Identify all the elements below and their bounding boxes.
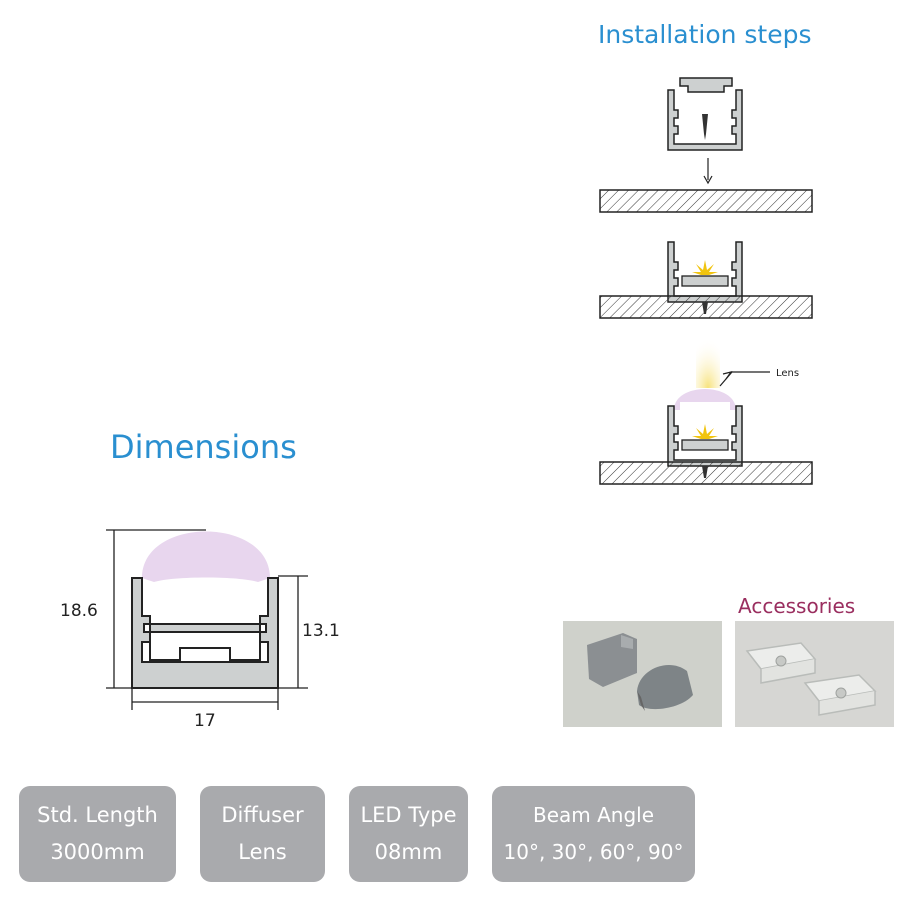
accessories-title: Accessories (738, 594, 856, 618)
spec-diffuser: Diffuser Lens (200, 786, 325, 882)
spec-std-length: Std. Length 3000mm (19, 786, 176, 882)
body-height-label: 13.1 (302, 621, 340, 641)
step1-profile (667, 77, 743, 151)
board-1 (599, 189, 813, 213)
dimensions-title: Dimensions (110, 428, 297, 466)
spec-label: LED Type (360, 803, 457, 827)
spec-label: Std. Length (37, 803, 158, 827)
spec-value: 10°, 30°, 60°, 90° (503, 840, 684, 864)
spec-label: Beam Angle (532, 803, 655, 827)
spec-label: Diffuser (221, 803, 304, 827)
spec-beam-angle: Beam Angle 10°, 30°, 60°, 90° (492, 786, 695, 882)
spec-value: Lens (238, 840, 287, 864)
end-cap-icon (563, 621, 722, 727)
spec-value: 08mm (374, 840, 443, 864)
width-label: 17 (194, 711, 216, 731)
mounting-clip-icon (735, 621, 894, 727)
lens-shape (142, 531, 270, 582)
board-3 (599, 461, 813, 485)
installation-steps-title: Installation steps (598, 20, 812, 49)
lens-label: Lens (776, 368, 799, 379)
light-beam (696, 338, 720, 388)
board-2 (599, 295, 813, 319)
total-height-label: 18.6 (60, 601, 98, 621)
spec-value: 3000mm (50, 840, 145, 864)
spec-led-type: LED Type 08mm (349, 786, 468, 882)
dimensions-drawing: 18.6 13.1 17 (60, 529, 340, 731)
installation-diagram: Lens (599, 77, 813, 485)
lens-pointer (719, 371, 770, 387)
